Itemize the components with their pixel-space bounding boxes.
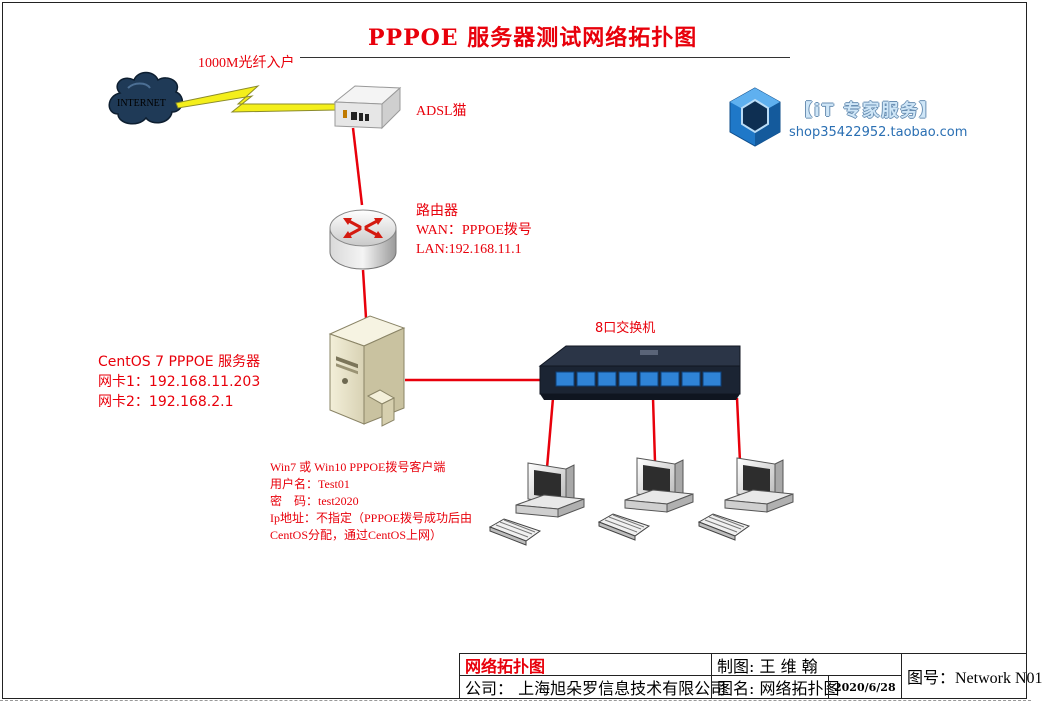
fiber-label: 1000M光纤入户 xyxy=(198,56,295,71)
server-label: CentOS 7 PPPOE 服务器 网卡1：192.168.11.203 网卡… xyxy=(98,352,260,412)
router-wan: WAN：PPPOE拨号 xyxy=(416,223,532,238)
link-switch-pc2 xyxy=(651,397,657,463)
client-line-5: CentOS分配，通过CentOS上网） xyxy=(270,528,443,542)
title-block-drawing-no: 图号：Network N01 xyxy=(901,653,1043,699)
adsl-modem-icon xyxy=(333,85,402,130)
client-line-4: Ip地址：不指定（PPPOE拨号成功后由 xyxy=(270,511,473,525)
server-name: CentOS 7 PPPOE 服务器 xyxy=(98,354,261,370)
title-block-diagram-title: 网络拓扑图 xyxy=(459,653,712,676)
page-break-line xyxy=(0,700,1031,701)
logo-brand-text: 【iT 专家服务】 xyxy=(795,101,939,121)
client-pc-icon-2 xyxy=(597,457,694,541)
router-label: 路由器 WAN：PPPOE拨号 LAN:192.168.11.1 xyxy=(416,202,532,259)
client-pc-icon-1 xyxy=(488,462,585,546)
lightning-bolt-icon xyxy=(175,85,339,113)
title-block-drawing-name: 图名: 网络拓扑图 xyxy=(711,675,839,699)
logo-url-text: shop35422952.taobao.com xyxy=(789,125,968,140)
client-line-2: 用户名：Test01 xyxy=(270,477,350,491)
router-icon xyxy=(329,209,397,270)
diagram-title: PPPOE 服务器测试网络拓扑图 xyxy=(368,25,698,51)
adsl-modem-label: ADSL猫 xyxy=(416,104,467,119)
client-pc-icon-3 xyxy=(697,457,794,541)
it-expert-logo-icon xyxy=(729,87,781,147)
link-modem-router xyxy=(351,127,364,206)
links xyxy=(351,127,742,469)
internet-cloud-icon: INTERNET xyxy=(108,71,184,125)
router-lan: LAN:192.168.11.1 xyxy=(416,242,522,257)
internet-label: INTERNET xyxy=(117,98,166,109)
router-name: 路由器 xyxy=(416,204,458,219)
title-block-drawn-by: 制图: 王 维 翰 xyxy=(711,653,902,676)
title-block-company: 公司： 上海旭朵罗信息技术有限公司 xyxy=(459,675,726,699)
server-icon xyxy=(328,315,406,427)
title-block-date: 2020/6/28 xyxy=(828,675,902,699)
client-line-1: Win7 或 Win10 PPPOE拨号客户端 xyxy=(270,460,446,474)
link-switch-pc1 xyxy=(545,397,555,469)
server-nic1: 网卡1：192.168.11.203 xyxy=(98,374,261,390)
server-nic2: 网卡2：192.168.2.1 xyxy=(98,394,234,410)
switch-icon xyxy=(538,345,741,400)
switch-label: 8口交换机 xyxy=(595,321,656,336)
link-switch-pc3 xyxy=(735,397,742,463)
title-underline xyxy=(300,57,790,58)
link-router-server xyxy=(361,269,368,319)
switch-ports xyxy=(555,371,722,387)
client-line-3: 密 码：test2020 xyxy=(270,494,359,508)
client-label: Win7 或 Win10 PPPOE拨号客户端 用户名：Test01 密 码：t… xyxy=(270,459,472,544)
